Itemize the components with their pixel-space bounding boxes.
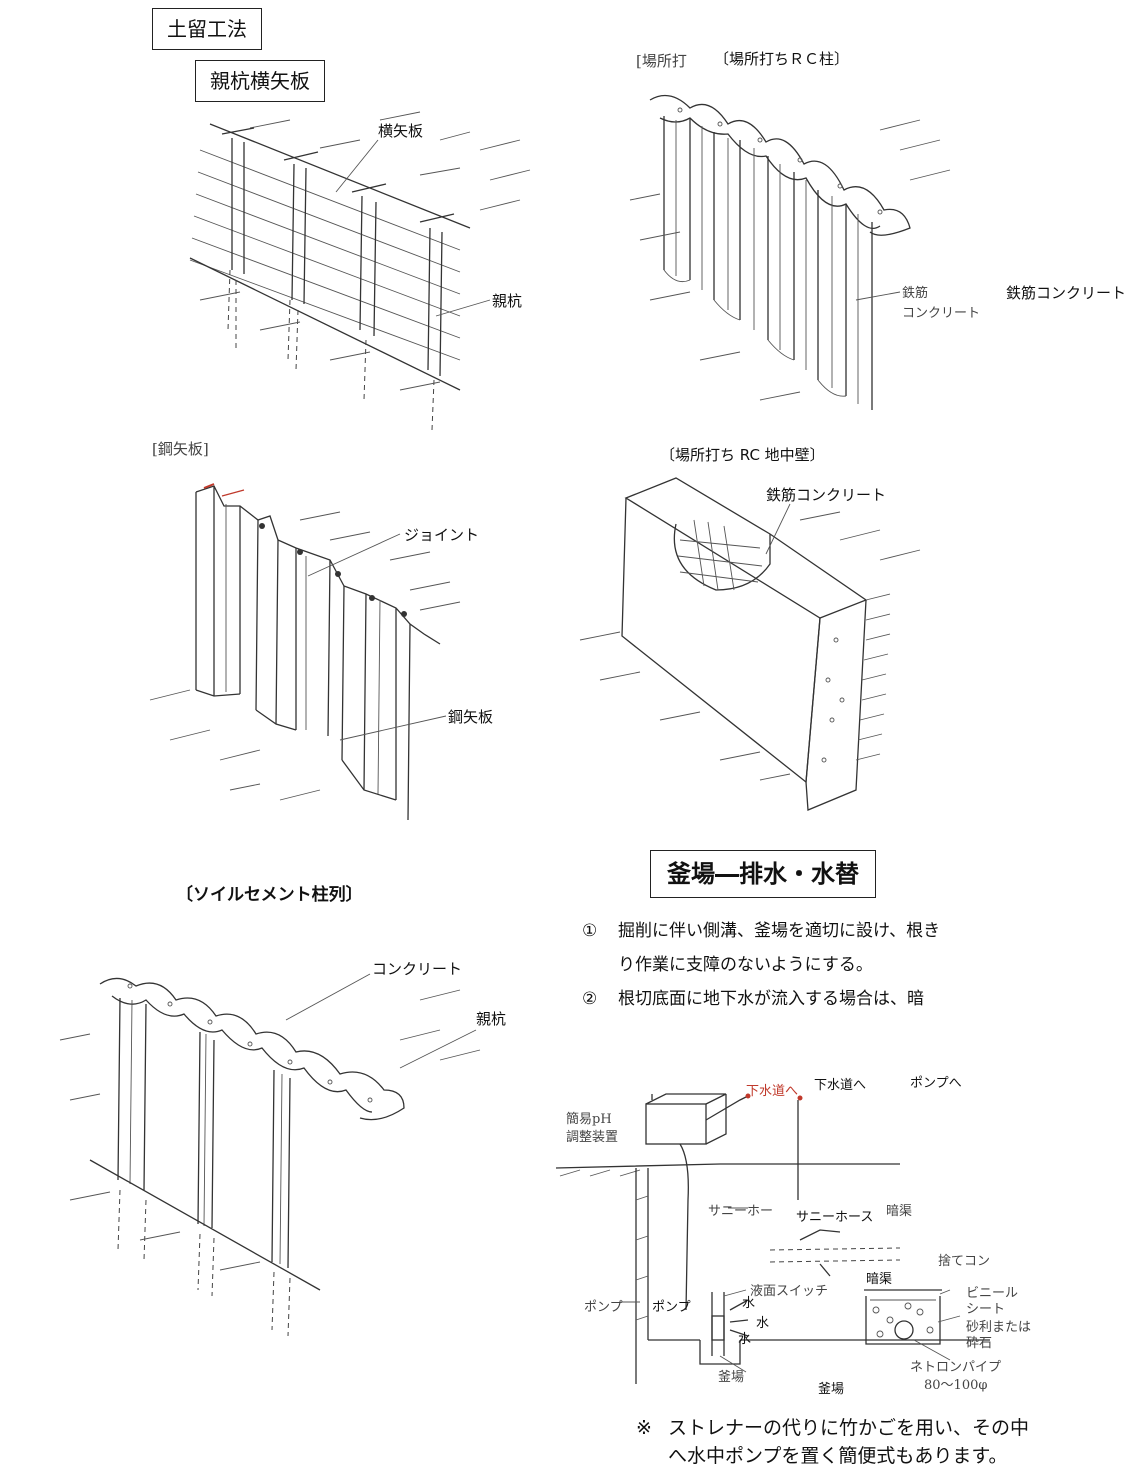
hand-ph-1: 簡易pH xyxy=(566,1112,612,1127)
rc-column-title: 〔場所打ちＲＣ柱〕 xyxy=(714,50,850,68)
hand-vinyl-2: シート xyxy=(966,1302,1006,1317)
kamaba-item-1: ① 掘削に伴い側溝、釜場を適切に設け、根き り作業に支障のないようにする。 xyxy=(582,914,1002,982)
label-water-3: 水 xyxy=(738,1332,752,1347)
kamaba-note-list: ① 掘削に伴い側溝、釜場を適切に設け、根き り作業に支障のないようにする。 ② … xyxy=(582,914,1002,1016)
label-gesuido: 下水道へ xyxy=(814,1078,867,1093)
hand-netlon-2: 80～100φ xyxy=(924,1378,988,1393)
hand-switch: 液面スイッチ xyxy=(750,1284,829,1299)
hand-pump: ポンプ xyxy=(584,1300,623,1315)
kamaba-item-2: ② 根切底面に地下水が流入する場合は、暗 xyxy=(582,982,1002,1016)
kamaba-item-1-mark: ① xyxy=(582,921,598,941)
hand-sunny: サニーホー xyxy=(708,1204,774,1219)
label-joint: ジョイント xyxy=(404,526,480,544)
label-sheetpile: 鋼矢板 xyxy=(448,708,494,726)
sheetpile-drawing xyxy=(149,483,461,821)
footnote-mark: ※ xyxy=(636,1417,652,1439)
hand-ph-2: 調整装置 xyxy=(566,1130,619,1145)
hand-gesuido: 下水道へ xyxy=(746,1084,799,1099)
rc-column-label: 鉄筋コンクリート xyxy=(1006,284,1127,302)
oyakui-drawing xyxy=(189,111,531,431)
soilcement-label-oyakui: 親杭 xyxy=(476,1010,507,1028)
kamaba-item-2-mark: ② xyxy=(582,989,598,1009)
kamaba-item-1-line-1: 掘削に伴い側溝、釜場を適切に設け、根き xyxy=(618,921,941,941)
label-ankyo: 暗渠 xyxy=(866,1272,893,1287)
footnote-line-2: へ水中ポンプを置く簡便式もあります。 xyxy=(668,1445,1008,1467)
rc-column-hand-label-1: 鉄筋 xyxy=(902,286,929,301)
kamaba-item-1-line-2: り作業に支障のないようにする。 xyxy=(618,955,873,975)
hand-ankyo: 暗渠 xyxy=(886,1204,913,1219)
hand-gravel-1: 砂利または xyxy=(966,1320,1032,1335)
soilcement-title: 〔ソイルセメント柱列〕 xyxy=(176,885,363,905)
label-water-2: 水 xyxy=(756,1316,770,1331)
hand-gravel-2: 砕石 xyxy=(966,1336,993,1351)
rc-column-title-fragment: [場所打 xyxy=(636,52,687,70)
label-kamaba: 釜場 xyxy=(818,1382,845,1397)
kamaba-item-2-line-1: 根切底面に地下水が流入する場合は、暗 xyxy=(618,989,924,1009)
rc-wall-label: 鉄筋コンクリート xyxy=(766,486,887,504)
kamaba-title: 釜場―排水・水替 xyxy=(650,850,876,898)
label-oyakui: 親杭 xyxy=(492,292,523,310)
soilcement-label-concrete: コンクリート xyxy=(372,960,463,978)
footnote-line-1: ストレナーの代りに竹かごを用い、その中 xyxy=(668,1417,1030,1439)
rc-wall-title: 〔場所打ち RC 地中壁〕 xyxy=(660,446,825,464)
soilcement-drawing xyxy=(59,973,481,1337)
label-water-1: 水 xyxy=(742,1296,756,1311)
footnote: ※ ストレナーの代りに竹かごを用い、その中 へ水中ポンプを置く簡便式もあります。 xyxy=(636,1414,1116,1470)
hand-sutecon: 捨てコン xyxy=(938,1254,991,1269)
rc-wall-drawing xyxy=(579,477,921,811)
method-subtitle: 親杭横矢板 xyxy=(195,60,325,102)
method-title: 土留工法 xyxy=(152,8,262,50)
label-yokoyaita: 横矢板 xyxy=(378,122,424,140)
label-sunny: サニーホース xyxy=(796,1210,874,1225)
label-pump: ポンプ xyxy=(652,1300,691,1315)
hand-vinyl-1: ビニール xyxy=(966,1286,1019,1301)
footnote-line-1-row: ※ ストレナーの代りに竹かごを用い、その中 xyxy=(636,1414,1116,1442)
rc-column-hand-label-2: コンクリート xyxy=(902,306,981,321)
sheetpile-title: [鋼矢板] xyxy=(152,440,209,458)
rc-column-drawing xyxy=(629,94,951,410)
hand-kamaba: 釜場 xyxy=(718,1370,745,1385)
hand-netlon-1: ネトロンパイプ xyxy=(910,1360,1002,1375)
label-pump-he: ポンプへ xyxy=(910,1076,962,1091)
